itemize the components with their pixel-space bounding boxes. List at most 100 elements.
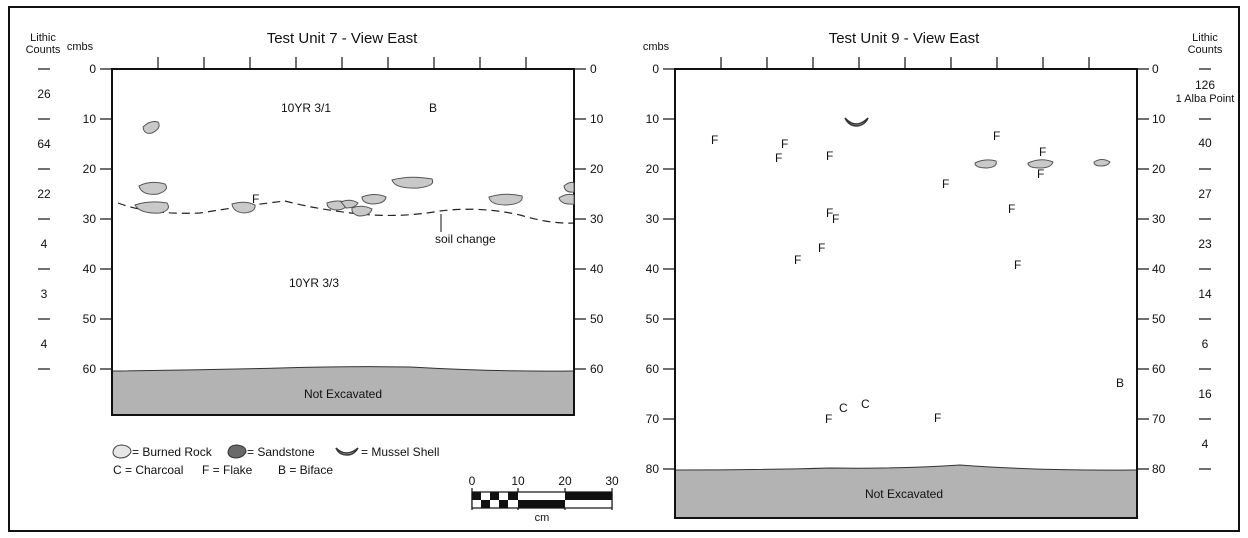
legend-sandstone: = Sandstone — [247, 445, 315, 459]
left-not-excavated-label: Not Excavated — [304, 387, 382, 401]
depth-label: 40 — [83, 262, 97, 276]
legend-flake: F = Flake — [202, 463, 253, 477]
test-unit-9-title: Test Unit 9 - View East — [829, 30, 980, 47]
right-lithic-counts: 126 40 27 23 14 6 16 4 — [1195, 78, 1215, 451]
right-depth-ticks — [663, 68, 1149, 470]
right-top-ticks — [720, 57, 1090, 69]
lithic-count: 22 — [37, 187, 51, 201]
depth-label: 60 — [646, 362, 660, 376]
left-burned-rocks — [134, 121, 575, 217]
depth-label: 0 — [89, 62, 96, 76]
left-lithic-header-1: Lithic — [30, 32, 56, 44]
depth-label: 0 — [590, 62, 597, 76]
left-count-dashes — [38, 68, 50, 370]
artifact-flake: F — [781, 137, 788, 151]
left-cmbs-label: cmbs — [67, 41, 94, 53]
left-excavation-floor-line — [112, 366, 574, 372]
lithic-count: 4 — [41, 337, 48, 351]
soil-lower-label: 10YR 3/3 — [289, 276, 339, 290]
scale-tick-label: 20 — [558, 474, 572, 488]
burned-rock — [563, 181, 575, 193]
mussel-shell — [844, 117, 869, 127]
lithic-count: 23 — [1198, 237, 1212, 251]
artifact-flake: F — [1014, 258, 1021, 272]
left-depth-labels-right: 0 10 20 30 40 50 60 — [590, 62, 604, 376]
legend-mussel-shell: = Mussel Shell — [361, 445, 439, 459]
lithic-count: 3 — [41, 287, 48, 301]
depth-label: 10 — [646, 112, 660, 126]
burned-rock — [340, 199, 359, 209]
alba-point-note: 1 Alba Point — [1176, 93, 1235, 105]
burned-rock — [1093, 159, 1111, 167]
depth-label: 30 — [83, 212, 97, 226]
legend-burned-rock: = Burned Rock — [132, 445, 213, 459]
depth-label: 10 — [83, 112, 97, 126]
right-artifacts: F F F F F F F F F F F F F F B C C F F — [711, 129, 1124, 426]
artifact-flake: F — [826, 149, 833, 163]
test-unit-9-panel: Test Unit 9 - View East cmbs Lithic Coun… — [643, 30, 1235, 519]
artifact-flake: F — [934, 411, 941, 425]
artifact-flake: F — [1008, 202, 1015, 216]
artifact-biface: B — [1116, 376, 1124, 390]
depth-label: 80 — [646, 462, 660, 476]
left-artifacts: B F — [252, 101, 437, 206]
lithic-count: 126 — [1195, 78, 1215, 92]
depth-label: 70 — [1152, 412, 1166, 426]
depth-label: 10 — [1152, 112, 1166, 126]
burned-rock — [142, 121, 160, 134]
depth-label: 50 — [590, 312, 604, 326]
scale-bar: 0 10 20 30 cm — [469, 474, 619, 524]
burned-rock — [134, 201, 169, 214]
depth-label: 40 — [646, 262, 660, 276]
depth-label: 50 — [1152, 312, 1166, 326]
artifact-biface: B — [429, 101, 437, 115]
depth-label: 20 — [646, 162, 660, 176]
right-excavation-floor-line — [675, 464, 1137, 471]
burned-rock — [974, 159, 997, 169]
artifact-flake: F — [1037, 167, 1044, 181]
soil-change-label: soil change — [435, 232, 496, 246]
artifact-flake: F — [832, 212, 839, 226]
test-unit-7-title: Test Unit 7 - View East — [267, 30, 418, 47]
depth-label: 60 — [590, 362, 604, 376]
test-unit-7-panel: Test Unit 7 - View East Lithic Counts cm… — [26, 30, 604, 416]
scale-tick-label: 30 — [605, 474, 619, 488]
test-unit-7-box — [111, 68, 575, 416]
sandstone-icon — [227, 444, 247, 459]
lithic-count: 14 — [1198, 287, 1212, 301]
right-depth-labels-right: 0 10 20 30 40 50 60 70 80 — [1152, 62, 1166, 476]
right-depth-labels-left: 0 10 20 30 40 50 60 70 80 — [646, 62, 660, 476]
depth-label: 30 — [1152, 212, 1166, 226]
artifact-flake: F — [1039, 145, 1046, 159]
artifact-flake: F — [794, 253, 801, 267]
lithic-count: 40 — [1198, 136, 1212, 150]
right-lithic-header-1: Lithic — [1192, 32, 1218, 44]
artifact-flake: F — [942, 177, 949, 191]
right-count-dashes — [1199, 68, 1211, 470]
burned-rock — [391, 176, 434, 189]
lithic-count: 27 — [1198, 187, 1212, 201]
depth-label: 20 — [1152, 162, 1166, 176]
legend-biface: B = Biface — [278, 463, 333, 477]
artifact-flake: F — [711, 133, 718, 147]
depth-label: 10 — [590, 112, 604, 126]
artifact-charcoal: C — [839, 401, 848, 415]
depth-label: 70 — [646, 412, 660, 426]
depth-label: 50 — [83, 312, 97, 326]
scale-tick-label: 10 — [511, 474, 525, 488]
depth-label: 80 — [1152, 462, 1166, 476]
depth-label: 30 — [590, 212, 604, 226]
burned-rock — [558, 193, 575, 205]
legend-charcoal: C = Charcoal — [113, 463, 183, 477]
test-unit-9-box — [674, 68, 1138, 519]
burned-rock — [361, 194, 387, 205]
burned-rock — [488, 193, 523, 206]
depth-label: 60 — [83, 362, 97, 376]
depth-label: 20 — [590, 162, 604, 176]
figure-frame — [8, 6, 1240, 532]
artifact-flake: F — [252, 192, 259, 206]
burned-rock — [138, 181, 167, 195]
burned-rock — [231, 201, 256, 214]
lithic-count: 6 — [1202, 337, 1209, 351]
left-depth-labels-left: 0 10 20 30 40 50 60 — [83, 62, 97, 376]
